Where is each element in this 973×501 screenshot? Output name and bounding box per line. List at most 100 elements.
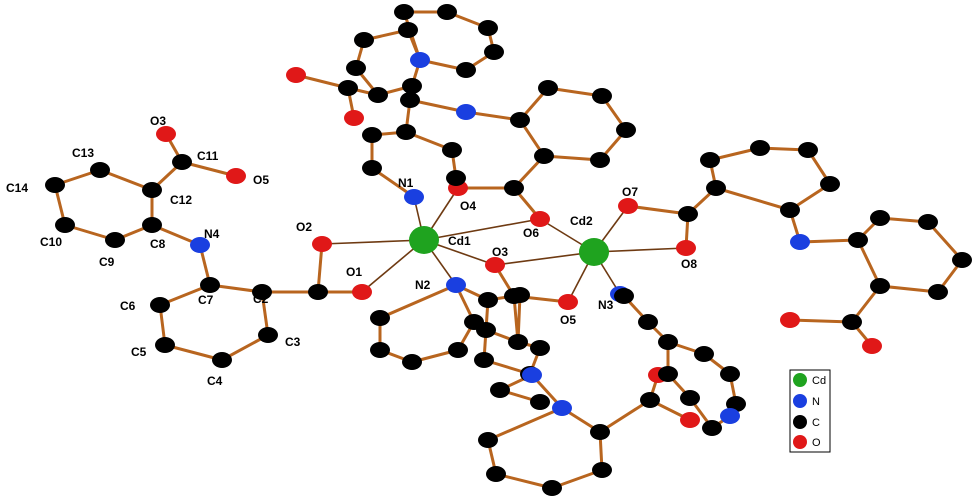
atom-c-b5: [464, 314, 484, 330]
bond-sc-so1: [788, 318, 854, 324]
atom-label-c7: C7: [198, 293, 214, 307]
atom-c-s3: [918, 214, 938, 230]
atom-c-c3: [258, 327, 278, 343]
atom-c-b3: [402, 354, 422, 370]
atom-label-c9: C9: [99, 255, 115, 269]
atom-c-f4: [486, 466, 506, 482]
atom-label-c14: C14: [6, 181, 28, 195]
atom-c-a2: [538, 80, 558, 96]
bond-s6-s1: [856, 238, 882, 288]
atom-c-c9: [105, 232, 125, 248]
atom-c-t5: [456, 62, 476, 78]
legend-o-label: O: [812, 437, 821, 449]
bond-o7-rc: [626, 204, 690, 216]
atom-label-c4: C4: [207, 374, 223, 388]
atom-c-s4: [952, 252, 972, 268]
atom-c-r4: [798, 142, 818, 158]
atom-label-o6: O6: [523, 226, 539, 240]
bond-c4-c5: [163, 343, 224, 362]
atom-c-u2: [396, 124, 416, 140]
atom-c-t10: [368, 87, 388, 103]
atom-c-c7: [200, 277, 220, 293]
bond-f7-f8: [598, 398, 652, 434]
coordination-bond-cd2-o3c: [494, 251, 595, 266]
atom-c-b2: [370, 342, 390, 358]
atom-o-o1: [352, 284, 372, 300]
legend-c-label: C: [812, 417, 820, 429]
atom-label-c11: C11: [197, 149, 219, 163]
atom-c-tc: [338, 80, 358, 96]
atom-c-d1: [478, 292, 498, 308]
atom-c-f3: [478, 432, 498, 448]
legend-n-label: N: [812, 396, 820, 408]
atom-o-so1: [780, 312, 800, 328]
atom-c-s2: [870, 210, 890, 226]
atom-c-g2: [638, 314, 658, 330]
atom-c-r3: [750, 140, 770, 156]
atom-c-u4: [362, 160, 382, 176]
atom-c-s6: [870, 278, 890, 294]
atom-c-f2: [530, 394, 550, 410]
atom-c-c14: [45, 177, 65, 193]
atom-c-r1: [706, 180, 726, 196]
atom-label-o5-center: O5: [560, 313, 576, 327]
atom-label-cd1: Cd1: [448, 234, 471, 248]
atom-label-o2: O2: [296, 220, 312, 234]
atom-c-sc: [842, 314, 862, 330]
atom-c-rc: [678, 206, 698, 222]
atom-c-f7: [590, 424, 610, 440]
atom-o-so2: [862, 338, 882, 354]
atom-c-u1: [400, 92, 420, 108]
atom-c-b1: [370, 310, 390, 326]
atom-c-r2: [700, 152, 720, 168]
atom-o-o2: [312, 236, 332, 252]
atom-c-r6: [780, 202, 800, 218]
atom-c-g1: [614, 288, 634, 304]
atom-cd-cd2: [579, 238, 609, 266]
atom-o-o5a: [226, 168, 246, 184]
atom-c-e3: [530, 340, 550, 356]
atom-c-ac: [504, 180, 524, 196]
atom-n-ln2: [552, 400, 572, 416]
legend-o-swatch: [793, 435, 807, 449]
atom-label-n1: N1: [398, 176, 414, 190]
atom-c-r5: [820, 176, 840, 192]
atom-c-u6: [446, 170, 466, 186]
atom-label-o3-center: O3: [492, 245, 508, 259]
bond-n2-b1: [378, 283, 458, 320]
atom-c-e1: [474, 352, 494, 368]
coordination-bond-cd1-o6: [423, 218, 541, 241]
atom-o-o3c: [485, 257, 505, 273]
atom-c-u5: [442, 142, 462, 158]
bond-r6-r1: [714, 186, 792, 212]
atom-o-o3a: [156, 126, 176, 142]
atom-label-cd2: Cd2: [570, 214, 593, 228]
atom-o-o6: [530, 211, 550, 227]
atom-n-n4: [190, 237, 210, 253]
atom-c-d3: [508, 334, 528, 350]
atom-c-c5: [155, 337, 175, 353]
labels-layer: O3 C13 C11 O5 C14 C12 C10 C8 N4 C9 O2 O1…: [6, 114, 697, 388]
atom-c-c13: [90, 162, 110, 178]
atom-n-t6: [410, 52, 430, 68]
atom-c-a6: [534, 148, 554, 164]
atom-o-to1: [286, 67, 306, 83]
atom-label-c8: C8: [150, 237, 166, 251]
atom-c-a4: [616, 122, 636, 138]
bond-cq-o2: [316, 242, 324, 294]
atom-c-b4: [448, 342, 468, 358]
atom-c-f8: [640, 392, 660, 408]
atom-label-c3: C3: [285, 335, 301, 349]
atom-c-t7: [398, 22, 418, 38]
atom-c-s5: [928, 284, 948, 300]
atom-c-u3: [362, 127, 382, 143]
atom-o-to2: [344, 110, 364, 126]
atom-c-c12: [142, 182, 162, 198]
atom-label-c10: C10: [40, 235, 62, 249]
atom-n-gn: [720, 408, 740, 424]
atom-c-g4: [694, 346, 714, 362]
atom-c-t8: [354, 32, 374, 48]
atom-c-c4: [212, 352, 232, 368]
atom-label-o1: O1: [346, 265, 362, 279]
atom-label-o3: O3: [150, 114, 166, 128]
